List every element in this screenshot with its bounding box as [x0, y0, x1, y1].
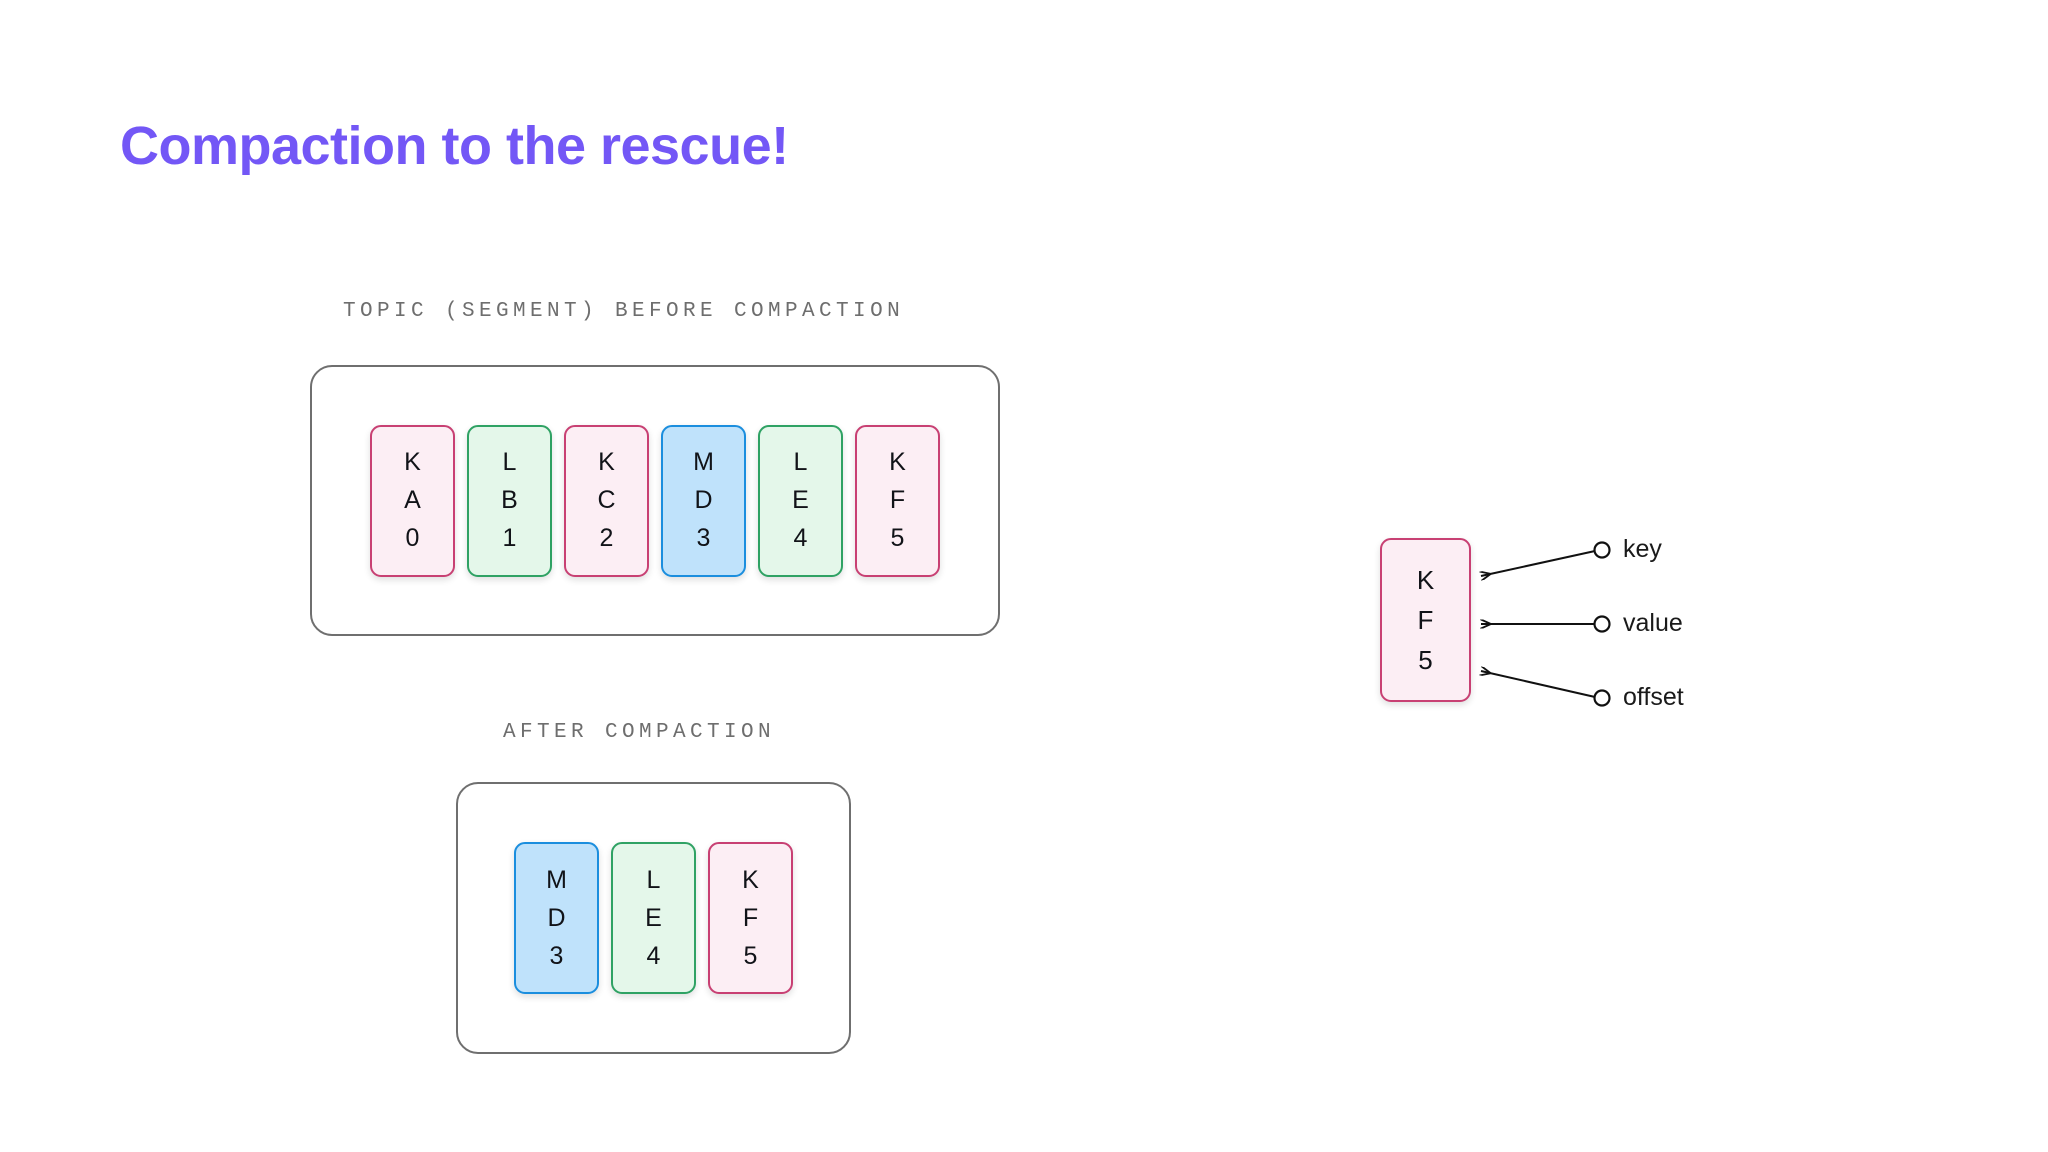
page-title: Compaction to the rescue! [120, 116, 789, 176]
record-offset: 0 [405, 524, 420, 552]
caption-before-compaction: TOPIC (SEGMENT) BEFORE COMPACTION [343, 300, 905, 323]
legend-callout-arrows [1380, 541, 1611, 707]
record-value: D [547, 903, 566, 932]
record-card: K C 2 [564, 424, 649, 577]
record-card: K F 5 [855, 424, 940, 577]
record-key: K [889, 448, 906, 476]
caption-after-compaction: AFTER COMPACTION [503, 721, 776, 744]
record-offset: 4 [793, 524, 808, 552]
segment-after-compaction: M D 3 L E 4 K F 5 [456, 782, 851, 1054]
record-key: L [793, 448, 808, 476]
callout-dot-offset [1593, 689, 1611, 707]
record-card: L E 4 [611, 842, 696, 994]
record-key: L [646, 865, 661, 894]
callout-dot-key [1593, 541, 1611, 559]
legend: K F 5 key value offset [1380, 535, 1940, 718]
card-row-before: K A 0 L B 1 K C 2 M D 3 L E 4 K F 5 [370, 424, 940, 577]
callout-dot-value [1593, 615, 1611, 633]
record-card: K F 5 [708, 842, 793, 994]
record-value: E [645, 903, 662, 932]
card-row-after: M D 3 L E 4 K F 5 [514, 842, 793, 994]
record-value: D [694, 486, 713, 514]
record-offset: 1 [502, 524, 517, 552]
legend-label-key: key [1623, 535, 1662, 563]
record-key: L [502, 448, 517, 476]
record-offset: 4 [646, 941, 661, 970]
record-card: M D 3 [514, 842, 599, 994]
record-value: C [597, 486, 616, 514]
callout-line-offset [1481, 671, 1596, 698]
record-value: F [889, 486, 906, 514]
record-value: F [742, 903, 759, 932]
record-offset: 3 [696, 524, 711, 552]
callout-line-key [1481, 550, 1596, 576]
record-value: B [501, 486, 518, 514]
record-card: M D 3 [661, 424, 746, 577]
record-offset: 2 [599, 524, 614, 552]
record-key: K [742, 865, 759, 894]
record-offset: 5 [743, 941, 758, 970]
legend-record-card: K F 5 [1380, 538, 1471, 702]
record-value: E [792, 486, 809, 514]
record-card: L B 1 [467, 424, 552, 577]
legend-record-key: K [1416, 565, 1435, 595]
record-offset: 3 [549, 941, 564, 970]
legend-record-offset: 5 [1418, 645, 1433, 675]
record-key: M [693, 448, 714, 476]
legend-record-value: F [1417, 605, 1434, 635]
record-key: K [404, 448, 421, 476]
record-value: A [404, 486, 421, 514]
record-card: K A 0 [370, 424, 455, 577]
record-key: M [546, 865, 567, 894]
record-key: K [598, 448, 615, 476]
legend-label-offset: offset [1623, 683, 1684, 711]
legend-label-value: value [1623, 609, 1683, 637]
record-card: L E 4 [758, 424, 843, 577]
record-offset: 5 [890, 524, 905, 552]
segment-before-compaction: K A 0 L B 1 K C 2 M D 3 L E 4 K F 5 [310, 365, 1000, 636]
